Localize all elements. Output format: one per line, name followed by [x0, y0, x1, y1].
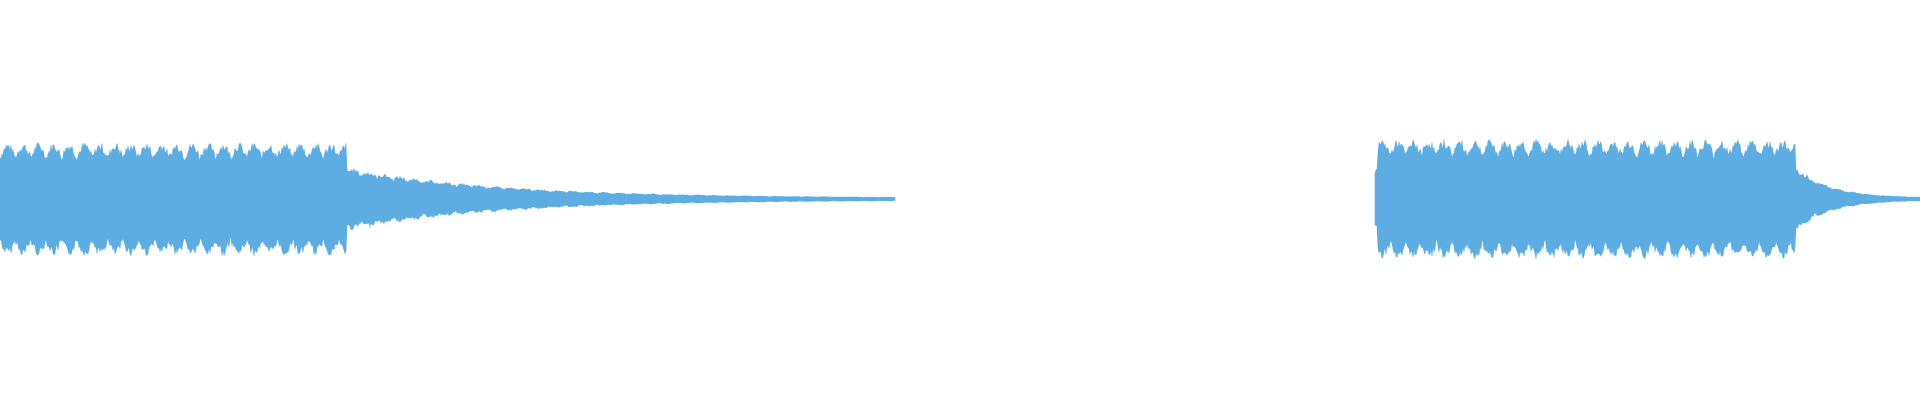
waveform-group — [0, 139, 1920, 260]
